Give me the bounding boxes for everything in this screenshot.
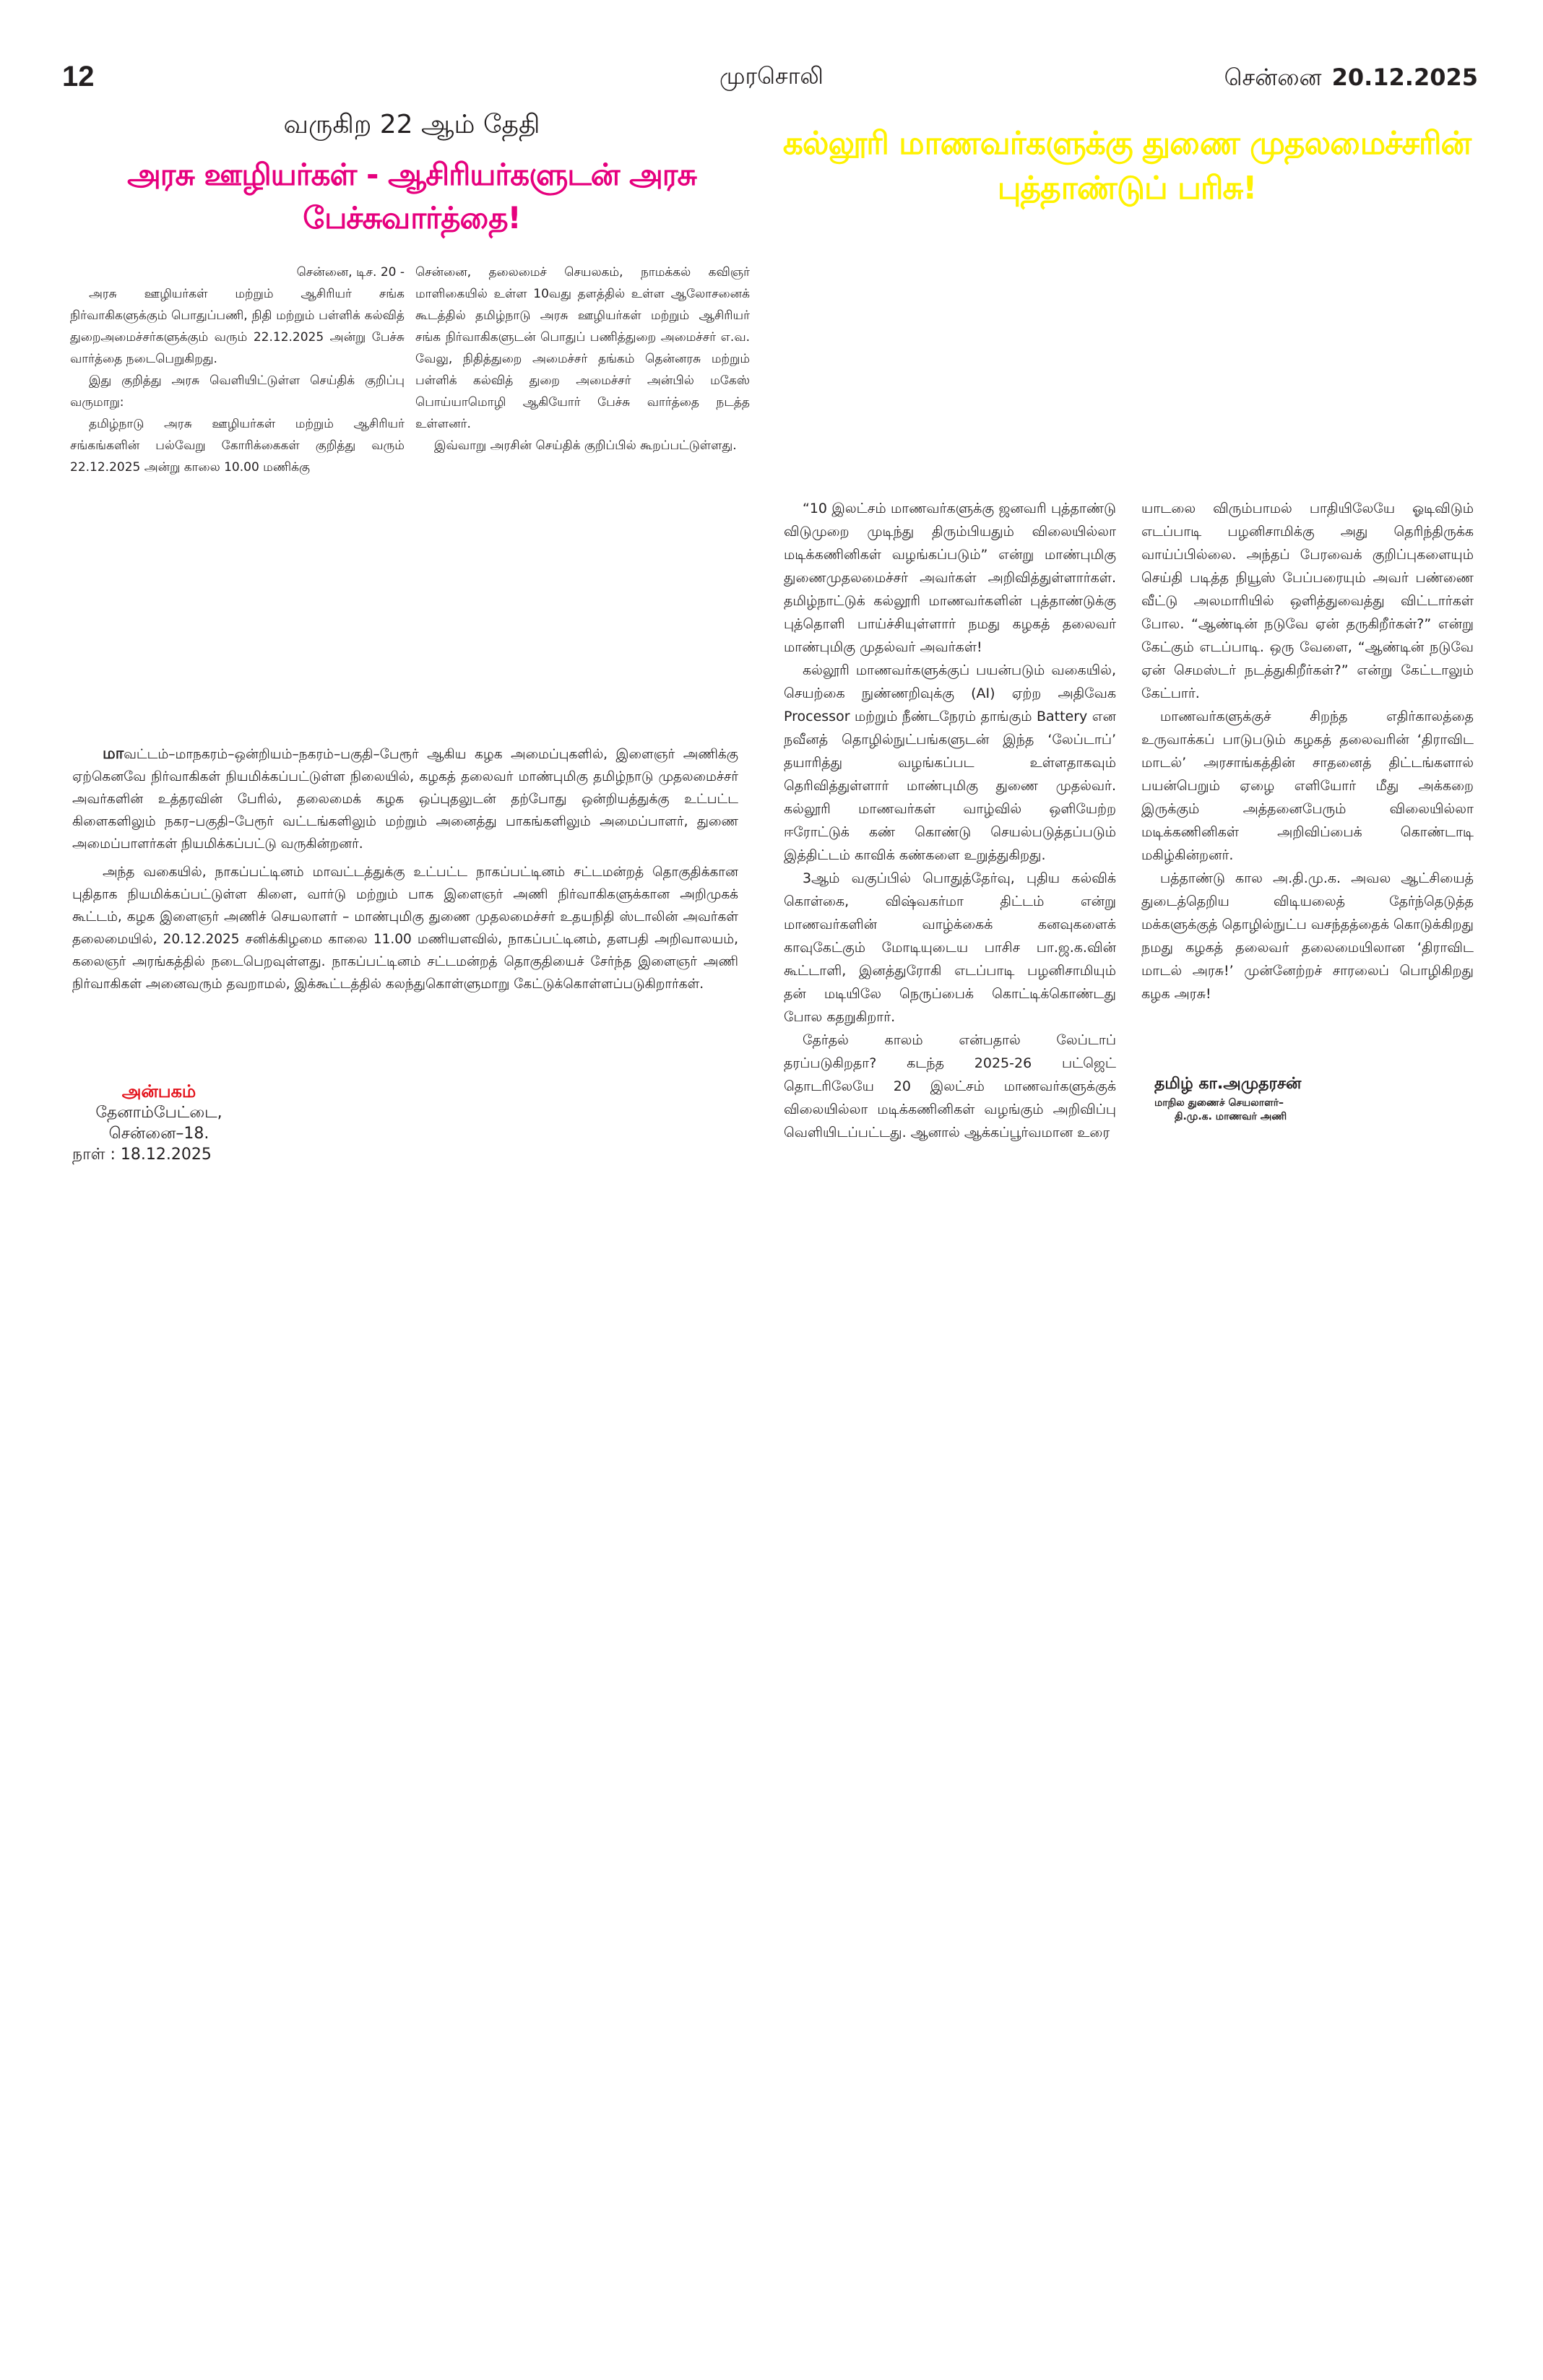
laptop-paragraph: யாடலை விரும்பாமல் பாதியிலேயே ஓடிவிடும் எ… (1141, 501, 1474, 701)
laptop-paragraph: தேர்தல் காலம் என்பதால் லேப்டாப் தரப்படுக… (784, 1032, 1116, 1141)
issuer-block: அன்பகம் தேனாம்பேட்டை, சென்னை–18. நாள் : … (72, 1081, 238, 1165)
laptop-column-2: யாடலை விரும்பாமல் பாதியிலேயே ஓடிவிடும் எ… (1141, 497, 1474, 1005)
laptop-headline: கல்லூரி மாணவர்களுக்கு துணை முதலமைச்சரின்… (782, 125, 1471, 207)
issuer-office: அன்பகம் (121, 1081, 196, 1102)
talks-paragraph: இது குறித்து அரசு வெளியிட்டுள்ள செய்திக்… (70, 373, 405, 410)
drop-lead: மா (103, 745, 124, 763)
laptop-paragraph: மாணவர்களுக்குச் சிறந்த எதிர்காலத்தை உருவ… (1141, 709, 1474, 863)
laptop-column-1: “10 இலட்சம் மாணவர்களுக்கு ஜனவரி புத்தாண்… (784, 497, 1116, 1144)
talks-dateline: சென்னை, டிச. 20 - (296, 265, 405, 280)
laptop-paragraph: 3ஆம் வகுப்பில் பொதுத்தேர்வு, புதிய கல்வி… (784, 870, 1116, 1025)
issuer-date: நாள் : 18.12.2025 (72, 1146, 212, 1164)
talks-paragraph: தமிழ்நாடு அரசு ஊழியர்கள் மற்றும் ஆசிரியர… (70, 417, 405, 475)
issue-city: சென்னை (1224, 64, 1322, 91)
page-number: 12 (62, 61, 95, 92)
issuer-address-line: தேனாம்பேட்டை, (95, 1104, 222, 1122)
youth-wing-article: மாவட்டம்–மாநகரம்–ஒன்றியம்–நகரம்–பகுதி–பே… (72, 743, 738, 1001)
masthead: முரசொலி (719, 62, 824, 90)
talks-paragraph: இவ்வாறு அரசின் செய்திக் குறிப்பில் கூறப்… (434, 438, 737, 453)
talks-column-2: சென்னை, தலைமைச் செயலகம், நாமக்கல் கவிஞர்… (415, 261, 750, 456)
talks-paragraph: அரசு ஊழியர்கள் மற்றும் ஆசிரியர் சங்க நிர… (70, 287, 405, 366)
laptop-paragraph: “10 இலட்சம் மாணவர்களுக்கு ஜனவரி புத்தாண்… (784, 501, 1116, 655)
issuer-address-line: சென்னை–18. (108, 1125, 209, 1143)
author-org: தி.மு.க. மாணவர் அணி (1175, 1111, 1287, 1122)
laptop-paragraph: பத்தாண்டு கால அ.தி.மு.க. அவல ஆட்சியைத் த… (1141, 870, 1474, 1002)
author-name: தமிழ் கா.அமுதரசன் (1154, 1075, 1302, 1093)
laptop-paragraph: கல்லூரி மாணவர்களுக்குப் பயன்படும் வகையில… (784, 662, 1116, 863)
author-signature: தமிழ் கா.அமுதரசன் மாநில துணைச் செயலாளர்–… (1154, 1075, 1472, 1124)
author-role: மாநில துணைச் செயலாளர்– (1154, 1097, 1284, 1109)
issue-date-value: 20.12.2025 (1331, 64, 1478, 91)
youth-paragraph: அந்த வகையில், நாகப்பட்டினம் மாவட்டத்துக்… (72, 865, 738, 992)
talks-paragraph: சென்னை, தலைமைச் செயலகம், நாமக்கல் கவிஞர்… (415, 265, 750, 431)
talks-column-1: சென்னை, டிச. 20 - அரசு ஊழியர்கள் மற்றும்… (70, 261, 405, 478)
talks-kicker: வருகிற 22 ஆம் தேதி (283, 110, 540, 139)
youth-paragraph: வட்டம்–மாநகரம்–ஒன்றியம்–நகரம்–பகுதி–பேரூ… (72, 747, 738, 852)
talks-headline: அரசு ஊழியர்கள் - ஆசிரியர்களுடன் அரசு பேச… (127, 157, 697, 235)
issue-date: சென்னை 20.12.2025 (1224, 64, 1478, 94)
